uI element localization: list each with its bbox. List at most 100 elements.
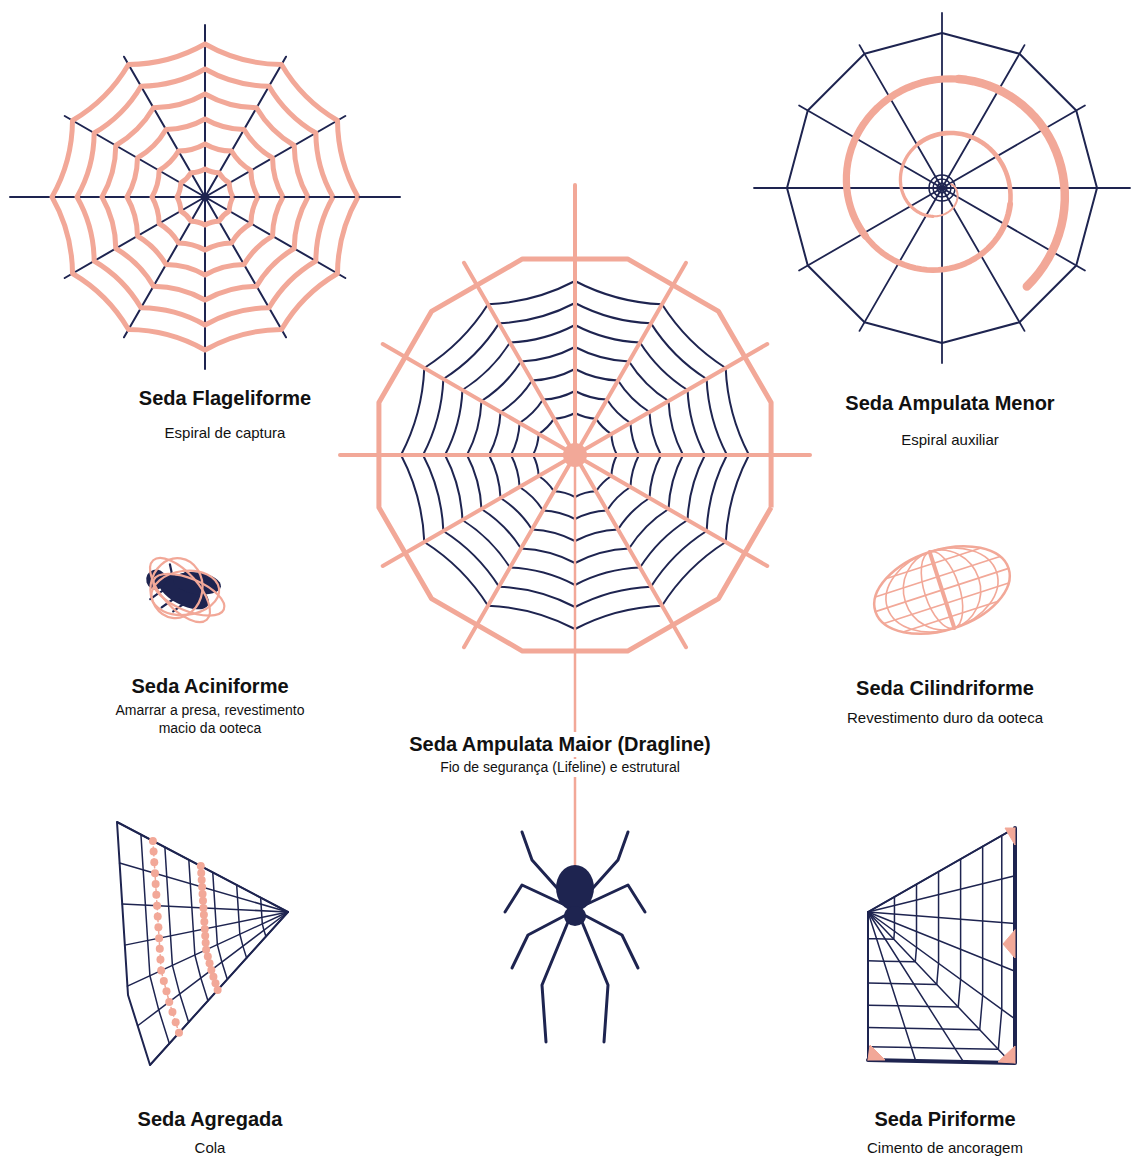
web-radius — [942, 187, 1130, 189]
structural-radius — [573, 185, 577, 455]
web-spiral — [868, 846, 983, 1029]
glue-droplet — [197, 862, 205, 870]
glue-droplet — [199, 897, 207, 905]
anchor-cement — [868, 1045, 885, 1060]
web-radius — [868, 912, 916, 1061]
web-frame — [117, 822, 288, 1065]
web-radius — [138, 912, 288, 1026]
web-frame — [787, 33, 1097, 343]
structural-radius — [340, 453, 575, 457]
glue-droplet — [211, 979, 219, 987]
glue-droplet — [198, 883, 206, 891]
web-radius — [127, 912, 288, 986]
web-spiral — [868, 897, 894, 939]
glue-thread — [153, 841, 179, 1033]
glue-droplet — [156, 956, 164, 964]
spider-leg — [505, 885, 565, 912]
capture-spiral — [52, 44, 358, 350]
piriform-web — [868, 828, 1015, 1063]
web-spiral — [141, 835, 169, 1044]
silk-function: Cimento de ancoragem — [864, 1139, 1026, 1158]
web-radius — [867, 912, 869, 1060]
hub-ring — [933, 179, 951, 197]
web-spiral — [868, 872, 939, 985]
auxiliary-spiral — [900, 143, 932, 216]
glue-droplet — [198, 876, 206, 884]
glue-droplet — [201, 925, 209, 933]
glue-droplet — [214, 986, 222, 994]
structural-radius — [575, 263, 686, 455]
silk-name: Seda Piriforme — [871, 1107, 1018, 1132]
web-radius — [868, 912, 1015, 971]
glue-droplet — [175, 1029, 183, 1037]
web-radius — [860, 188, 943, 331]
hub-ring — [937, 183, 947, 193]
web-spiral — [868, 884, 917, 962]
capture-spiral — [77, 69, 333, 325]
spider-leg — [584, 915, 638, 968]
spider-leg — [512, 915, 566, 968]
glue-droplet — [204, 952, 212, 960]
web-radius — [941, 13, 943, 188]
spider-leg — [582, 922, 608, 1042]
glue-droplet — [172, 1018, 180, 1026]
spider-leg — [542, 922, 568, 1042]
anchor-cement — [1005, 828, 1015, 845]
egg-sac-outline — [863, 530, 1021, 649]
egg-sac-meridian — [893, 540, 991, 640]
glue-droplet — [160, 977, 168, 985]
auxiliary-spiral — [933, 184, 958, 216]
silk-name: Seda Aciniforme — [128, 674, 291, 699]
silk-function: Fio de segurança (Lifeline) e estrutural — [437, 759, 683, 777]
silk-name: Seda Agregada — [135, 1107, 286, 1132]
web-radius — [799, 188, 942, 271]
silk-function: Cola — [192, 1139, 229, 1158]
web-hub — [201, 193, 209, 201]
structural-radius — [464, 455, 575, 647]
glue-droplet — [150, 858, 158, 866]
capture-spiral — [102, 94, 308, 300]
spider-cephalothorax — [564, 906, 586, 926]
silk-function: Revestimento duro da ooteca — [844, 709, 1046, 728]
glue-droplet — [202, 939, 210, 947]
auxiliary-spiral — [958, 79, 1064, 286]
structural-radius — [383, 455, 575, 566]
auxiliary-spiral — [846, 79, 958, 236]
major-ampullate-web — [340, 185, 810, 872]
glue-droplet — [149, 837, 157, 845]
silk-function: Espiral auxiliar — [898, 431, 1002, 450]
structural-radius — [464, 263, 575, 455]
web-radius — [205, 196, 400, 198]
spider — [505, 832, 645, 1042]
spider-leg — [585, 885, 645, 912]
glue-droplet — [157, 967, 165, 975]
silk-name: Seda Flageliforme — [136, 386, 314, 411]
glue-droplet — [152, 880, 160, 888]
web-radius — [868, 912, 963, 1062]
glue-droplet — [200, 911, 208, 919]
egg-sac — [863, 530, 1021, 649]
silk-name: Seda Ampulata Menor — [842, 391, 1057, 416]
auxiliary-spiral — [919, 133, 1011, 204]
dragline — [574, 455, 577, 872]
spider-abdomen — [556, 865, 594, 911]
silk-function: Espiral de captura — [162, 424, 289, 443]
web-radius — [942, 45, 1025, 188]
glue-droplet — [199, 904, 207, 912]
anchor-line — [868, 828, 1015, 1063]
hub-ring — [929, 175, 955, 201]
web-frame — [868, 828, 1015, 912]
glue-droplet — [152, 891, 160, 899]
capture-spiral — [152, 144, 258, 250]
web-spiral — [189, 860, 208, 1001]
capture-spiral — [127, 119, 283, 275]
web-radius — [868, 912, 1015, 1019]
anchor-cement — [1003, 930, 1015, 958]
web-spiral — [868, 836, 1002, 1050]
silk-wrap — [148, 565, 230, 624]
web-spiral — [237, 885, 247, 958]
wrapped-fly — [124, 536, 241, 646]
silk-name: Seda Cilindriforme — [853, 676, 1037, 701]
structural-radius — [575, 455, 686, 647]
